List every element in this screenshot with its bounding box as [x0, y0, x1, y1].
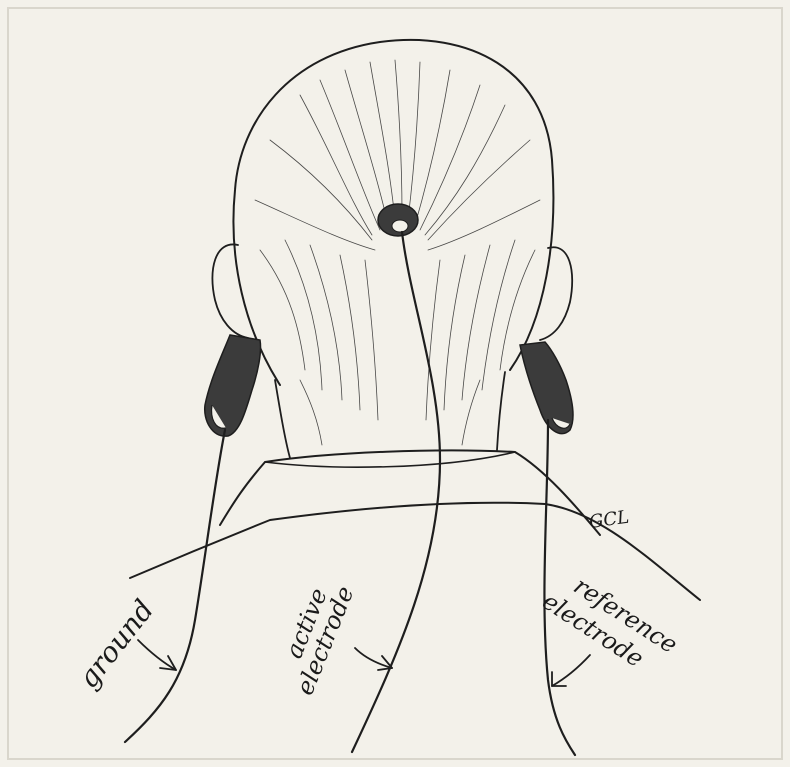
neck-right-edge	[497, 372, 505, 450]
ground-arrow	[138, 640, 176, 670]
active-electrode-disc	[378, 204, 418, 236]
ground-wire	[125, 430, 225, 742]
right-ear-clip	[520, 342, 573, 434]
right-ear	[540, 247, 572, 340]
artist-signature: GCL	[588, 507, 631, 533]
left-ear	[212, 244, 248, 338]
active-electrode-arrow	[355, 648, 392, 670]
left-ear-clip	[205, 335, 261, 436]
ground-label: ground	[72, 593, 161, 694]
reference-electrode-arrow	[552, 655, 590, 686]
reference-electrode-wire	[544, 420, 575, 755]
active-electrode-wire	[352, 232, 440, 752]
collar-inner-line	[265, 452, 515, 467]
hair-shading	[255, 60, 540, 445]
neck-left-edge	[275, 380, 290, 458]
